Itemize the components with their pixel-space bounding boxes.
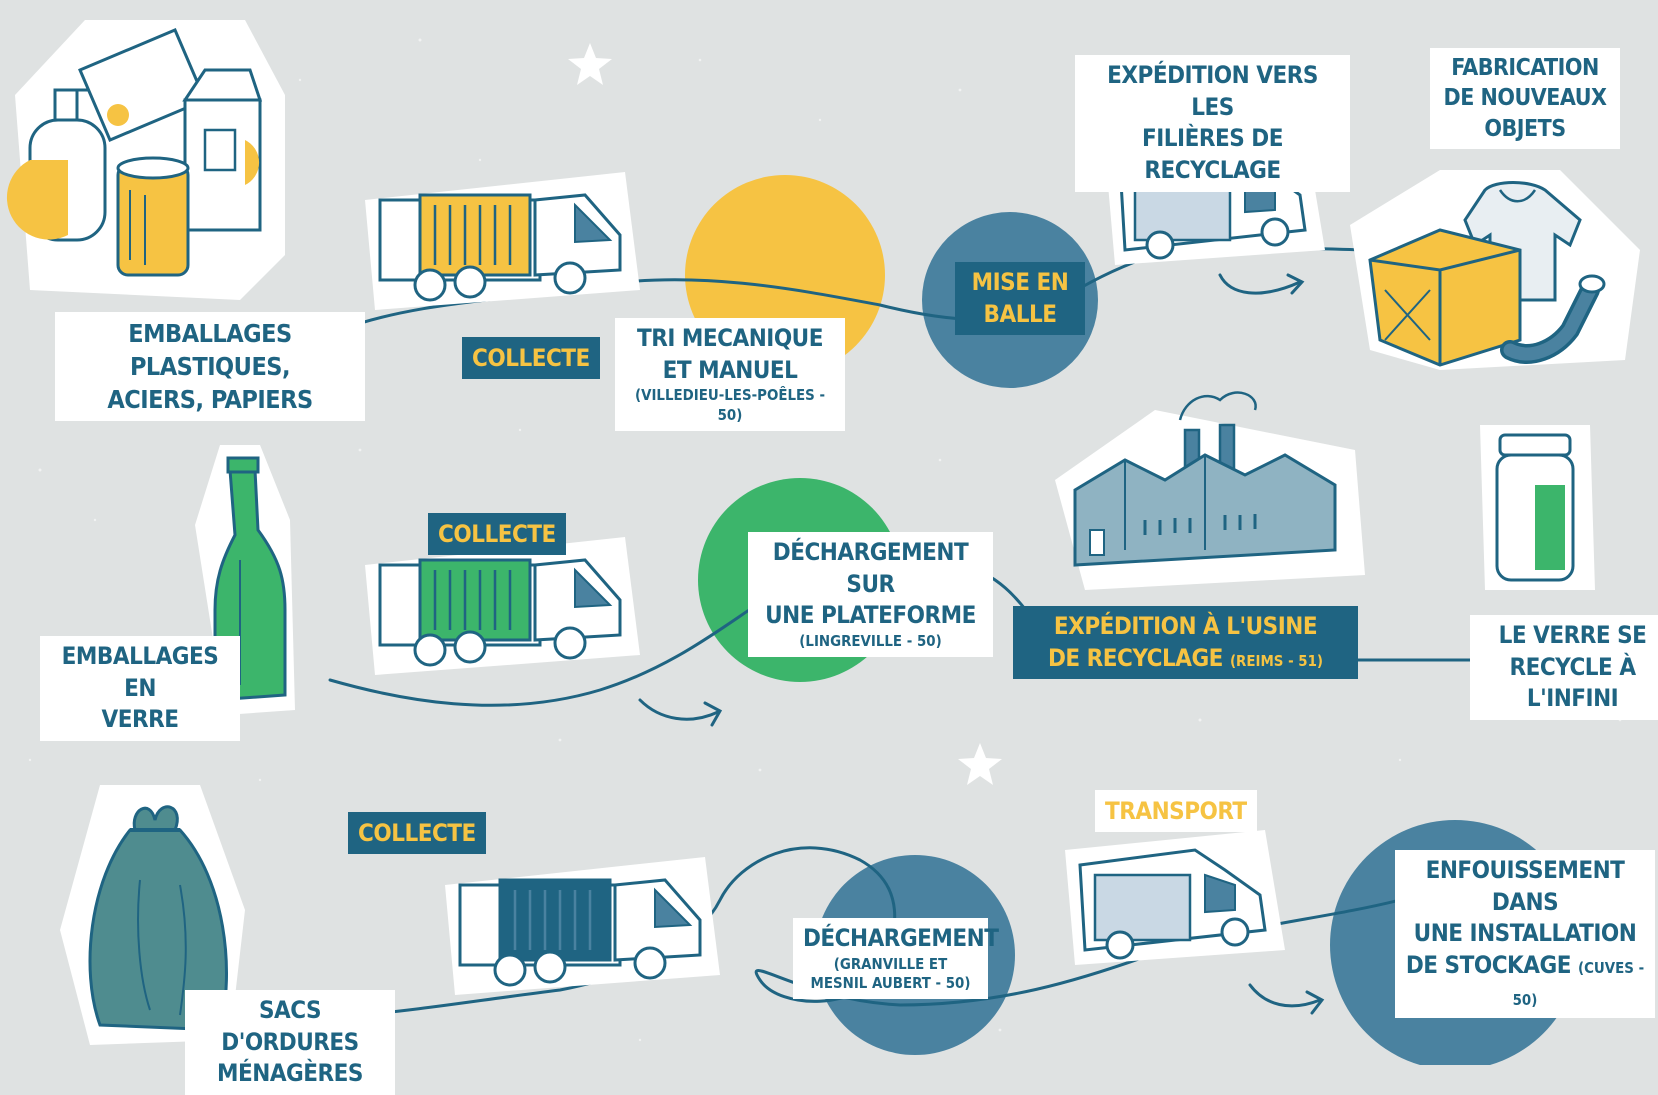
row2-shipping-line1: EXPÉDITION À L'USINE bbox=[1053, 612, 1318, 640]
row2-unloading-line2: UNE PLATEFORME bbox=[765, 601, 976, 630]
row3-unloading-location-line2: MESNIL AUBERT - 50) bbox=[810, 974, 971, 993]
star-icon bbox=[568, 43, 612, 85]
row1-shipping-line1: EXPÉDITION VERS LES bbox=[1107, 61, 1318, 121]
arrow-icon bbox=[1218, 273, 1305, 295]
garbage-truck-icon bbox=[365, 537, 640, 675]
row2-unloading-label: DÉCHARGEMENT SUR UNE PLATEFORME (LINGREV… bbox=[748, 532, 993, 657]
garbage-truck-icon bbox=[365, 172, 640, 310]
row1-baling-label: MISE EN BALLE bbox=[955, 262, 1085, 336]
row3-source-line1: SACS D'ORDURES bbox=[221, 996, 359, 1056]
moving-box-icon bbox=[1368, 228, 1522, 367]
row3-collect-tag: COLLECTE bbox=[348, 812, 486, 855]
row3-output-line3: DE STOCKAGE bbox=[1405, 951, 1572, 980]
row1-output-line3: OBJETS bbox=[1484, 115, 1566, 142]
pipe-icon bbox=[1500, 274, 1606, 364]
row2-unloading-location: (LINGREVILLE - 50) bbox=[799, 632, 942, 651]
row3-output-label: ENFOUISSEMENT DANS UNE INSTALLATION DE S… bbox=[1395, 850, 1655, 1019]
row2-shipping-label: EXPÉDITION À L'USINE DE RECYCLAGE (REIMS… bbox=[1013, 606, 1358, 680]
row1-output-line2: DE NOUVEAUX bbox=[1443, 85, 1607, 112]
row1-sorting-location: (VILLEDIEU-LES-POÊLES - 50) bbox=[634, 386, 825, 424]
row1-sorting-label: TRI MECANIQUE ET MANUEL (VILLEDIEU-LES-P… bbox=[615, 318, 845, 431]
row1-shipping-label: EXPÉDITION VERS LES FILIÈRES DE RECYCLAG… bbox=[1075, 55, 1350, 192]
row2-unloading-line1: DÉCHARGEMENT SUR bbox=[772, 538, 969, 598]
row3-output-line1: ENFOUISSEMENT DANS bbox=[1425, 856, 1625, 916]
row1-baling-line2: BALLE bbox=[983, 299, 1057, 328]
row3-transport-tag: TRANSPORT bbox=[1095, 790, 1257, 833]
row1-source-line1: EMBALLAGES PLASTIQUES, bbox=[128, 319, 292, 381]
row3-unloading-location-line1: (GRANVILLE ET bbox=[833, 954, 948, 973]
row1-output-line1: FABRICATION bbox=[1451, 55, 1599, 81]
row1-output-label: FABRICATION DE NOUVEAUX OBJETS bbox=[1430, 48, 1620, 150]
packaging-cluster-icon bbox=[6, 20, 285, 300]
row2-source-label: EMBALLAGES EN VERRE bbox=[40, 636, 240, 742]
row1-sorting-line1: TRI MECANIQUE bbox=[637, 324, 823, 352]
arrow-icon bbox=[638, 698, 723, 727]
row2-shipping-location: (REIMS - 51) bbox=[1229, 651, 1324, 670]
row1-sorting-line2: ET MANUEL bbox=[662, 355, 798, 384]
row2-output-line1: LE VERRE SE bbox=[1498, 621, 1647, 649]
row3-output-location: (CUVES - 50) bbox=[1512, 959, 1645, 1009]
row2-source-line1: EMBALLAGES EN bbox=[61, 642, 219, 702]
recycling-factory-icon bbox=[1055, 391, 1365, 590]
row2-collect-tag: COLLECTE bbox=[428, 513, 566, 556]
row1-collect-tag: COLLECTE bbox=[462, 337, 600, 380]
row2-output-label: LE VERRE SE RECYCLE À L'INFINI bbox=[1470, 615, 1658, 721]
row1-source-line2: ACIERS, PAPIERS bbox=[107, 385, 313, 414]
row3-source-line2: MÉNAGÈRES bbox=[217, 1059, 363, 1088]
delivery-van-icon bbox=[1065, 830, 1285, 965]
row2-source-line2: VERRE bbox=[101, 705, 179, 734]
arrow-icon bbox=[1248, 983, 1325, 1015]
row1-shipping-line2: FILIÈRES DE RECYCLAGE bbox=[1142, 124, 1283, 185]
row1-source-label: EMBALLAGES PLASTIQUES, ACIERS, PAPIERS bbox=[55, 312, 365, 421]
row1-baling-line1: MISE EN bbox=[971, 268, 1069, 296]
row3-unloading-line1: DÉCHARGEMENT bbox=[803, 924, 999, 952]
row3-source-label: SACS D'ORDURES MÉNAGÈRES bbox=[185, 990, 395, 1095]
row2-shipping-line2: DE RECYCLAGE bbox=[1047, 643, 1223, 672]
row2-output-line2: RECYCLE À L'INFINI bbox=[1509, 652, 1636, 713]
trash-bag-icon bbox=[60, 785, 245, 1045]
row3-output-line2: UNE INSTALLATION bbox=[1413, 919, 1637, 948]
star-icon bbox=[958, 743, 1002, 785]
row3-unloading-label: DÉCHARGEMENT (GRANVILLE ET MESNIL AUBERT… bbox=[793, 918, 999, 999]
glass-jar-icon bbox=[1480, 425, 1595, 590]
garbage-truck-icon bbox=[445, 857, 720, 995]
